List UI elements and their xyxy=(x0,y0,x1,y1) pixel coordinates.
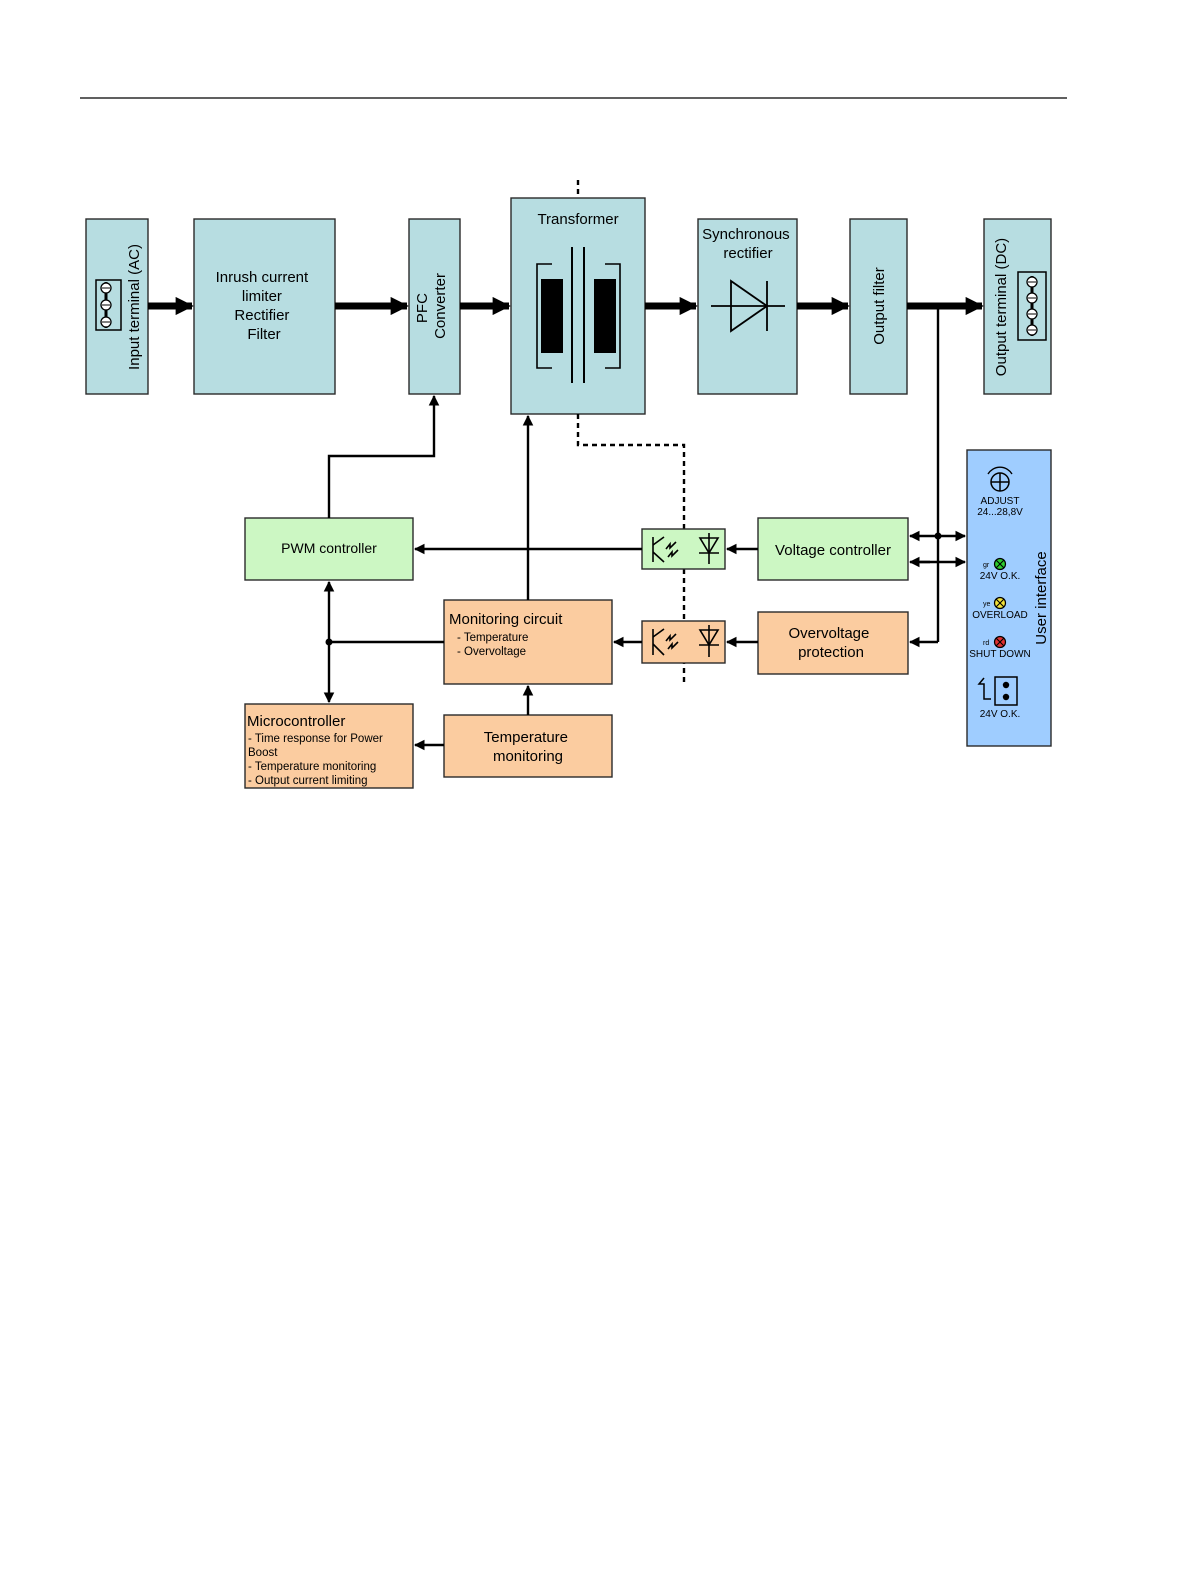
optocoupler-icon xyxy=(641,620,726,664)
input-terminal-block: Input terminal (AC) xyxy=(85,218,149,395)
svg-text:PFC Converter: PFC Converter xyxy=(414,273,449,339)
microcontroller-item: - Output current limiting xyxy=(248,775,368,787)
pfc-label-line2: Converter xyxy=(432,273,449,339)
output-filter-block: Output filter xyxy=(849,218,908,395)
input-terminal-label: Input terminal (AC) xyxy=(126,244,143,370)
inrush-label-line4: Filter xyxy=(247,326,280,343)
transformer-symbol xyxy=(536,247,621,383)
svg-text:Temperature monitoring: Temperature monitoring xyxy=(484,729,572,765)
microcontroller-title: Microcontroller xyxy=(247,713,345,730)
overvoltage-label-line1: Overvoltage xyxy=(788,625,869,642)
junction-dot xyxy=(325,638,333,646)
led-yellow-icon xyxy=(993,596,1007,610)
monitoring-item: - Overvoltage xyxy=(457,646,526,658)
inrush-limiter-block: Inrush current limiter Rectifier Filter xyxy=(193,218,336,395)
isolation-barrier xyxy=(576,180,686,686)
screw-terminal-icon xyxy=(1017,271,1047,341)
transformer-label: Transformer xyxy=(537,211,618,228)
screw-terminal-icon xyxy=(95,279,122,331)
signal-line xyxy=(327,394,440,518)
svg-text:Inrush current limiter: Inrush current limiter Rectifier Filter xyxy=(216,269,313,343)
led-label-ok: 24V O.K. xyxy=(980,571,1021,582)
output-terminal-block: Output terminal (DC) xyxy=(983,218,1052,395)
temperature-monitoring-line1: Temperature xyxy=(484,729,568,746)
inrush-label-line2: limiter xyxy=(242,288,282,305)
transformer-block: Transformer xyxy=(510,197,646,415)
svg-text:Overvoltage protection: Overvoltage protection xyxy=(788,625,873,661)
microcontroller-item: - Temperature monitoring xyxy=(248,761,376,773)
monitoring-circuit-title: Monitoring circuit xyxy=(449,611,563,628)
svg-text:- Time response for Power: - Time response for Power Boost - Temper… xyxy=(248,733,386,787)
led-label-shutdown: SHUT DOWN xyxy=(969,649,1030,660)
adjust-label: ADJUST xyxy=(981,496,1020,507)
pfc-label-line1: PFC xyxy=(414,293,431,323)
diode-icon xyxy=(711,279,785,333)
led-label-overload: OVERLOAD xyxy=(972,610,1028,621)
svg-text:Synchronous rectifier: Synchronous rectifier xyxy=(702,226,794,262)
led-code-rd: rd xyxy=(983,640,989,647)
inrush-label-line1: Inrush current xyxy=(216,269,309,286)
led-red-icon xyxy=(993,635,1007,649)
led-code-gr: gr xyxy=(983,562,990,569)
inrush-label-line3: Rectifier xyxy=(234,307,289,324)
sync-rectifier-block: Synchronous rectifier xyxy=(697,218,798,395)
adjust-range: 24...28,8V xyxy=(977,507,1023,518)
monitoring-item: - Temperature xyxy=(457,632,528,644)
voltage-controller-block: Voltage controller xyxy=(757,517,909,581)
relay-contact-icon xyxy=(977,676,1018,706)
output-filter-label: Output filter xyxy=(871,267,888,345)
user-interface-panel: User interface ADJUST 24...28,8V gr 24V … xyxy=(966,449,1052,747)
relay-label: 24V O.K. xyxy=(980,709,1021,720)
led-code-ye: ye xyxy=(983,601,991,608)
monitoring-circuit-block: Monitoring circuit - Temperature - Overv… xyxy=(443,599,613,685)
output-terminal-label: Output terminal (DC) xyxy=(993,238,1010,376)
optocoupler-icon xyxy=(641,528,726,570)
voltage-controller-label: Voltage controller xyxy=(775,542,891,559)
svg-text:- Temperature - Overvolt: - Temperature - Overvoltage xyxy=(457,632,532,658)
microcontroller-block: Microcontroller - Time response for Powe… xyxy=(244,703,414,789)
microcontroller-item: - Time response for Power xyxy=(248,733,383,745)
overvoltage-protection-block: Overvoltage protection xyxy=(757,611,909,675)
pfc-converter-block: PFC Converter xyxy=(408,218,461,395)
microcontroller-item: Boost xyxy=(248,747,278,759)
sync-rectifier-line2: rectifier xyxy=(723,245,772,262)
temperature-monitoring-line2: monitoring xyxy=(493,748,563,765)
potentiometer-icon[interactable] xyxy=(987,466,1013,492)
pwm-controller-label: PWM controller xyxy=(281,540,377,556)
led-green-icon xyxy=(993,557,1007,571)
pwm-controller-block: PWM controller xyxy=(244,517,414,581)
temperature-monitoring-block: Temperature monitoring xyxy=(443,714,613,778)
user-interface-title: User interface xyxy=(1033,551,1050,644)
sync-rectifier-line1: Synchronous xyxy=(702,226,790,243)
overvoltage-label-line2: protection xyxy=(798,644,864,661)
